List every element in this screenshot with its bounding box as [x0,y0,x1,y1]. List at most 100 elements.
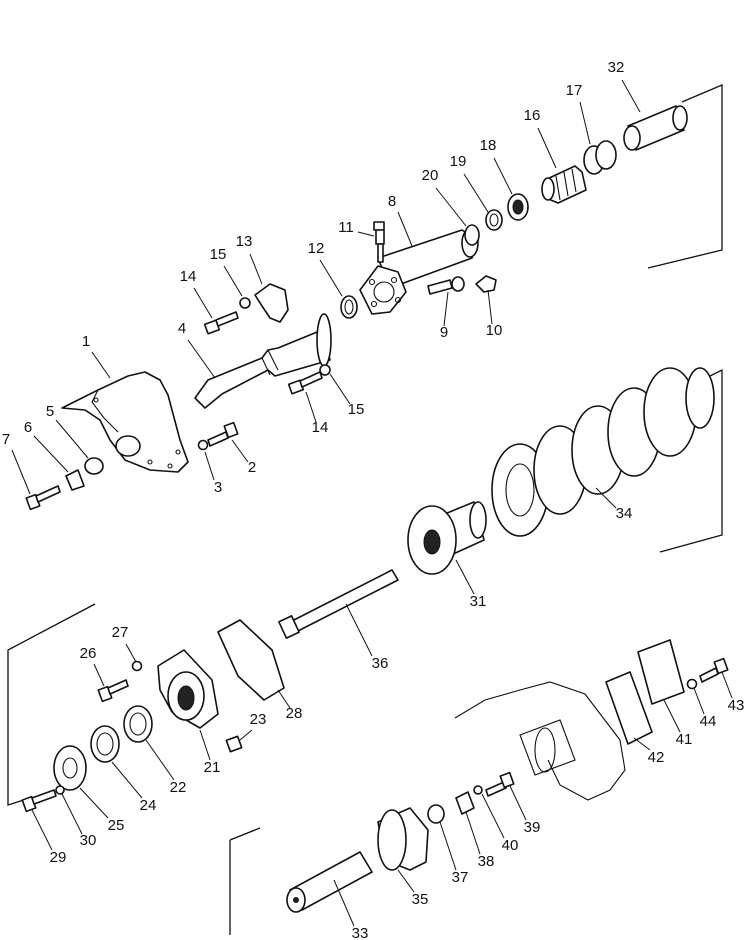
part-39-bolt [485,771,515,797]
callout-24: 24 [140,797,157,814]
leader-line-32 [621,79,641,113]
part-2-bolt [207,421,239,447]
part-13-clip [254,283,289,323]
callout-34: 34 [616,505,633,522]
part-15-washer-upper [239,297,251,309]
leader-line-4 [187,339,216,379]
leader-line-27 [125,643,137,663]
leader-line-43 [721,671,733,699]
leader-line-10 [487,289,493,325]
callout-31: 31 [470,593,487,610]
callout-44: 44 [700,713,717,730]
part-10-bolt [475,275,497,293]
leader-line-12 [319,259,343,297]
callout-39: 39 [524,819,541,836]
leader-line-40 [481,793,505,839]
part-24-ring [90,725,120,763]
part-12-o-ring-inner [344,299,354,315]
leader-line-6 [33,435,69,473]
part-9-bolt [427,276,465,295]
callout-17: 17 [566,82,583,99]
leader-line-15b [329,373,351,405]
part-12-o-ring [340,295,358,319]
bracket-lines [7,84,723,935]
part-26-bolt [97,679,129,703]
part-15-washer-lower [319,364,331,376]
part-14-bolt-upper [203,311,239,335]
callout-26: 26 [80,645,97,662]
callout-37: 37 [452,869,469,886]
callout-15a: 15 [210,246,227,263]
leader-line-25 [79,787,109,819]
part-16-piston [541,165,587,204]
part-6-plate [65,469,85,491]
leader-lines [11,79,733,927]
leader-line-14b [305,391,317,423]
callout-2: 2 [248,459,256,476]
leader-line-8 [397,211,413,247]
callout-13: 13 [236,233,253,250]
leader-line-2 [231,439,249,463]
part-29-bolt [21,789,57,813]
leader-line-9 [443,291,449,327]
callout-12: 12 [308,240,325,257]
part-5-nut [84,457,104,475]
leader-line-31 [455,559,475,595]
part-4-rod [194,313,332,409]
leader-line-38 [465,811,481,855]
callout-5: 5 [46,403,54,420]
part-25-cover [53,745,87,791]
leader-line-29 [31,809,53,851]
leader-line-3 [204,451,215,481]
leader-line-15a [223,265,243,297]
callout-14b: 14 [312,419,329,436]
callout-10: 10 [486,322,503,339]
callout-9: 9 [440,324,448,341]
part-42-gasket [605,671,653,745]
part-34-spring [491,367,715,537]
part-38-plate [455,791,475,815]
leader-line-13 [249,253,263,285]
part-37-nut [427,804,445,824]
leader-line-20 [435,187,467,227]
leader-line-1 [91,351,111,379]
leader-line-28 [277,689,291,709]
part-43-bolt [699,657,729,683]
callout-15b: 15 [348,401,365,418]
callout-7: 7 [2,431,10,448]
part-44-washer [686,678,698,690]
leader-line-34 [595,487,617,509]
leader-line-7 [11,449,31,495]
part-32-sleeve [623,105,688,151]
leader-line-24 [111,761,143,799]
callout-32: 32 [608,59,625,76]
leader-line-33 [333,879,355,927]
leader-line-35 [397,869,415,893]
part-31-spring-seat [407,501,487,575]
part-11-fitting [373,221,385,263]
callout-22: 22 [170,779,187,796]
callout-18: 18 [480,137,497,154]
leader-line-18 [493,157,513,195]
part-27-washer [131,660,143,672]
callout-4: 4 [178,320,186,337]
callout-11: 11 [338,219,354,236]
leader-line-41 [663,699,681,733]
part-23-plug [225,735,243,753]
callout-8: 8 [388,193,396,210]
callout-21: 21 [204,759,221,776]
part-20-snap-ring [464,224,480,246]
frame-casting [454,681,626,801]
callout-41: 41 [676,731,693,748]
callout-38: 38 [478,853,495,870]
part-14-bolt-lower [287,371,323,395]
leader-line-26 [93,663,105,687]
callout-36: 36 [372,655,389,672]
leader-line-30 [61,793,83,835]
callout-14a: 14 [180,268,197,285]
callout-42: 42 [648,749,665,766]
part-28-gasket [217,619,285,701]
part-22-seal [123,705,153,743]
